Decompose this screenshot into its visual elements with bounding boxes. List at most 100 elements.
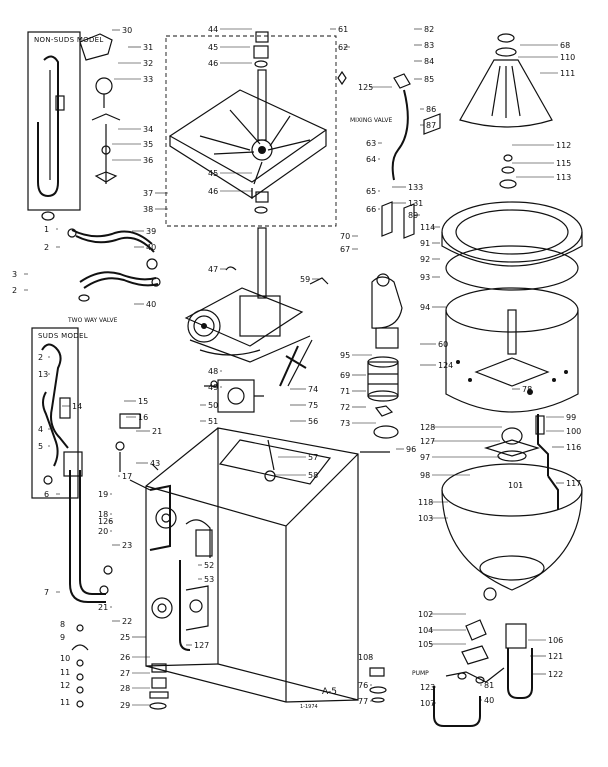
part-number-label: 5	[38, 442, 43, 451]
part-number-label: 32	[143, 59, 153, 68]
part-number-label: 133	[408, 183, 423, 192]
part-number-label: 3	[12, 270, 17, 279]
part-number-label: 82	[424, 25, 434, 34]
part-number-label: 116	[566, 443, 581, 452]
part-number-label: 4	[38, 425, 43, 434]
agitator-mount-dashed-frame	[165, 35, 337, 227]
part-number-label: 99	[566, 413, 576, 422]
part-number-label: 31	[143, 43, 153, 52]
part-number-label: 131	[408, 199, 423, 208]
part-number-labels: 3031323334353612394032404445466162454637…	[12, 25, 581, 710]
part-number-label: 106	[548, 636, 563, 645]
two-way-valve-note: TWO WAY VALVE	[67, 317, 118, 324]
tub-hoses-right	[535, 414, 559, 510]
part-number-label: 40	[484, 696, 494, 705]
part-number-label: 72	[340, 403, 350, 412]
part-number-label: 91	[420, 239, 430, 248]
hose-brackets	[79, 33, 121, 184]
part-number-label: 84	[424, 57, 434, 66]
leveling-feet	[149, 663, 387, 710]
part-number-label: 16	[138, 413, 148, 422]
small-code: 1-1974	[300, 704, 318, 710]
part-number-label: 38	[143, 205, 153, 214]
agitator	[459, 33, 553, 128]
part-number-label: 127	[420, 437, 435, 446]
part-number-label: 121	[548, 652, 563, 661]
part-number-label: 17	[122, 472, 132, 481]
part-number-label: 37	[143, 189, 153, 198]
part-number-label: 58	[308, 471, 318, 480]
part-number-label: 30	[122, 26, 132, 35]
part-number-label: 86	[426, 105, 436, 114]
part-number-label: 45	[208, 169, 218, 178]
part-number-label: 29	[120, 701, 130, 710]
part-number-label: 2	[44, 243, 49, 252]
drain-hose-right	[433, 619, 533, 727]
part-number-label: 98	[420, 471, 430, 480]
part-number-label: 107	[420, 699, 435, 708]
part-number-label: 18	[98, 510, 108, 519]
part-number-label: 108	[358, 653, 373, 662]
part-number-label: 59	[300, 275, 310, 284]
part-number-label: 81	[484, 681, 494, 690]
washer-cabinet	[145, 427, 359, 703]
part-number-label: 112	[556, 141, 571, 150]
part-number-label: 40	[146, 300, 156, 309]
part-number-label: 21	[98, 603, 108, 612]
part-number-label: 23	[122, 541, 132, 550]
part-number-label: 70	[340, 232, 350, 241]
part-number-label: 39	[146, 227, 156, 236]
part-number-label: 68	[560, 41, 570, 50]
part-number-label: 62	[338, 43, 348, 52]
part-number-label: 21	[152, 427, 162, 436]
part-number-label: 52	[204, 561, 214, 570]
part-number-label: 69	[340, 371, 350, 380]
part-number-label: 20	[98, 527, 108, 536]
part-number-label: 8	[60, 620, 65, 629]
drive-motor-coupling	[204, 379, 264, 413]
part-number-label: 105	[418, 640, 433, 649]
page-code: A-5	[322, 687, 337, 697]
pump-note: PUMP	[412, 670, 429, 677]
part-number-label: 66	[366, 205, 376, 214]
part-number-label: 126	[98, 517, 113, 526]
part-number-label: 50	[208, 401, 218, 410]
part-number-label: 22	[122, 617, 132, 626]
part-number-label: 123	[420, 683, 435, 692]
part-number-label: 83	[424, 41, 434, 50]
part-number-label: 111	[560, 69, 575, 78]
part-number-label: 53	[204, 575, 214, 584]
part-number-label: 74	[308, 385, 318, 394]
part-number-label: 1	[44, 225, 49, 234]
transmission	[184, 227, 329, 387]
part-number-label: 11	[60, 668, 70, 677]
part-number-label: 87	[426, 121, 436, 130]
basket-retainer-parts	[499, 154, 517, 189]
part-number-label: 78	[522, 385, 532, 394]
part-number-label: 64	[366, 155, 376, 164]
part-number-label: 14	[72, 402, 82, 411]
part-number-label: 115	[556, 159, 571, 168]
tub-ring	[441, 201, 583, 291]
part-number-label: 7	[44, 588, 49, 597]
part-number-label: 34	[143, 125, 153, 134]
part-number-label: 65	[366, 187, 376, 196]
part-number-label: 19	[98, 490, 108, 499]
part-number-label: 125	[358, 83, 373, 92]
outer-tub	[441, 427, 583, 601]
part-number-label: 27	[120, 669, 130, 678]
left-hoses	[41, 211, 161, 708]
suds-model-title: SUDS MODEL	[38, 332, 88, 340]
part-number-label: 45	[208, 43, 218, 52]
part-number-label: 92	[420, 255, 430, 264]
part-number-label: 128	[420, 423, 435, 432]
part-number-label: 48	[208, 367, 218, 376]
part-number-label: 100	[566, 427, 581, 436]
part-number-label: 33	[143, 75, 153, 84]
mixing-valve-note: MIXING VALVE	[350, 117, 392, 124]
part-number-label: 75	[308, 401, 318, 410]
part-number-label: 44	[208, 25, 218, 34]
part-number-label: 56	[308, 417, 318, 426]
part-number-label: 26	[120, 653, 130, 662]
